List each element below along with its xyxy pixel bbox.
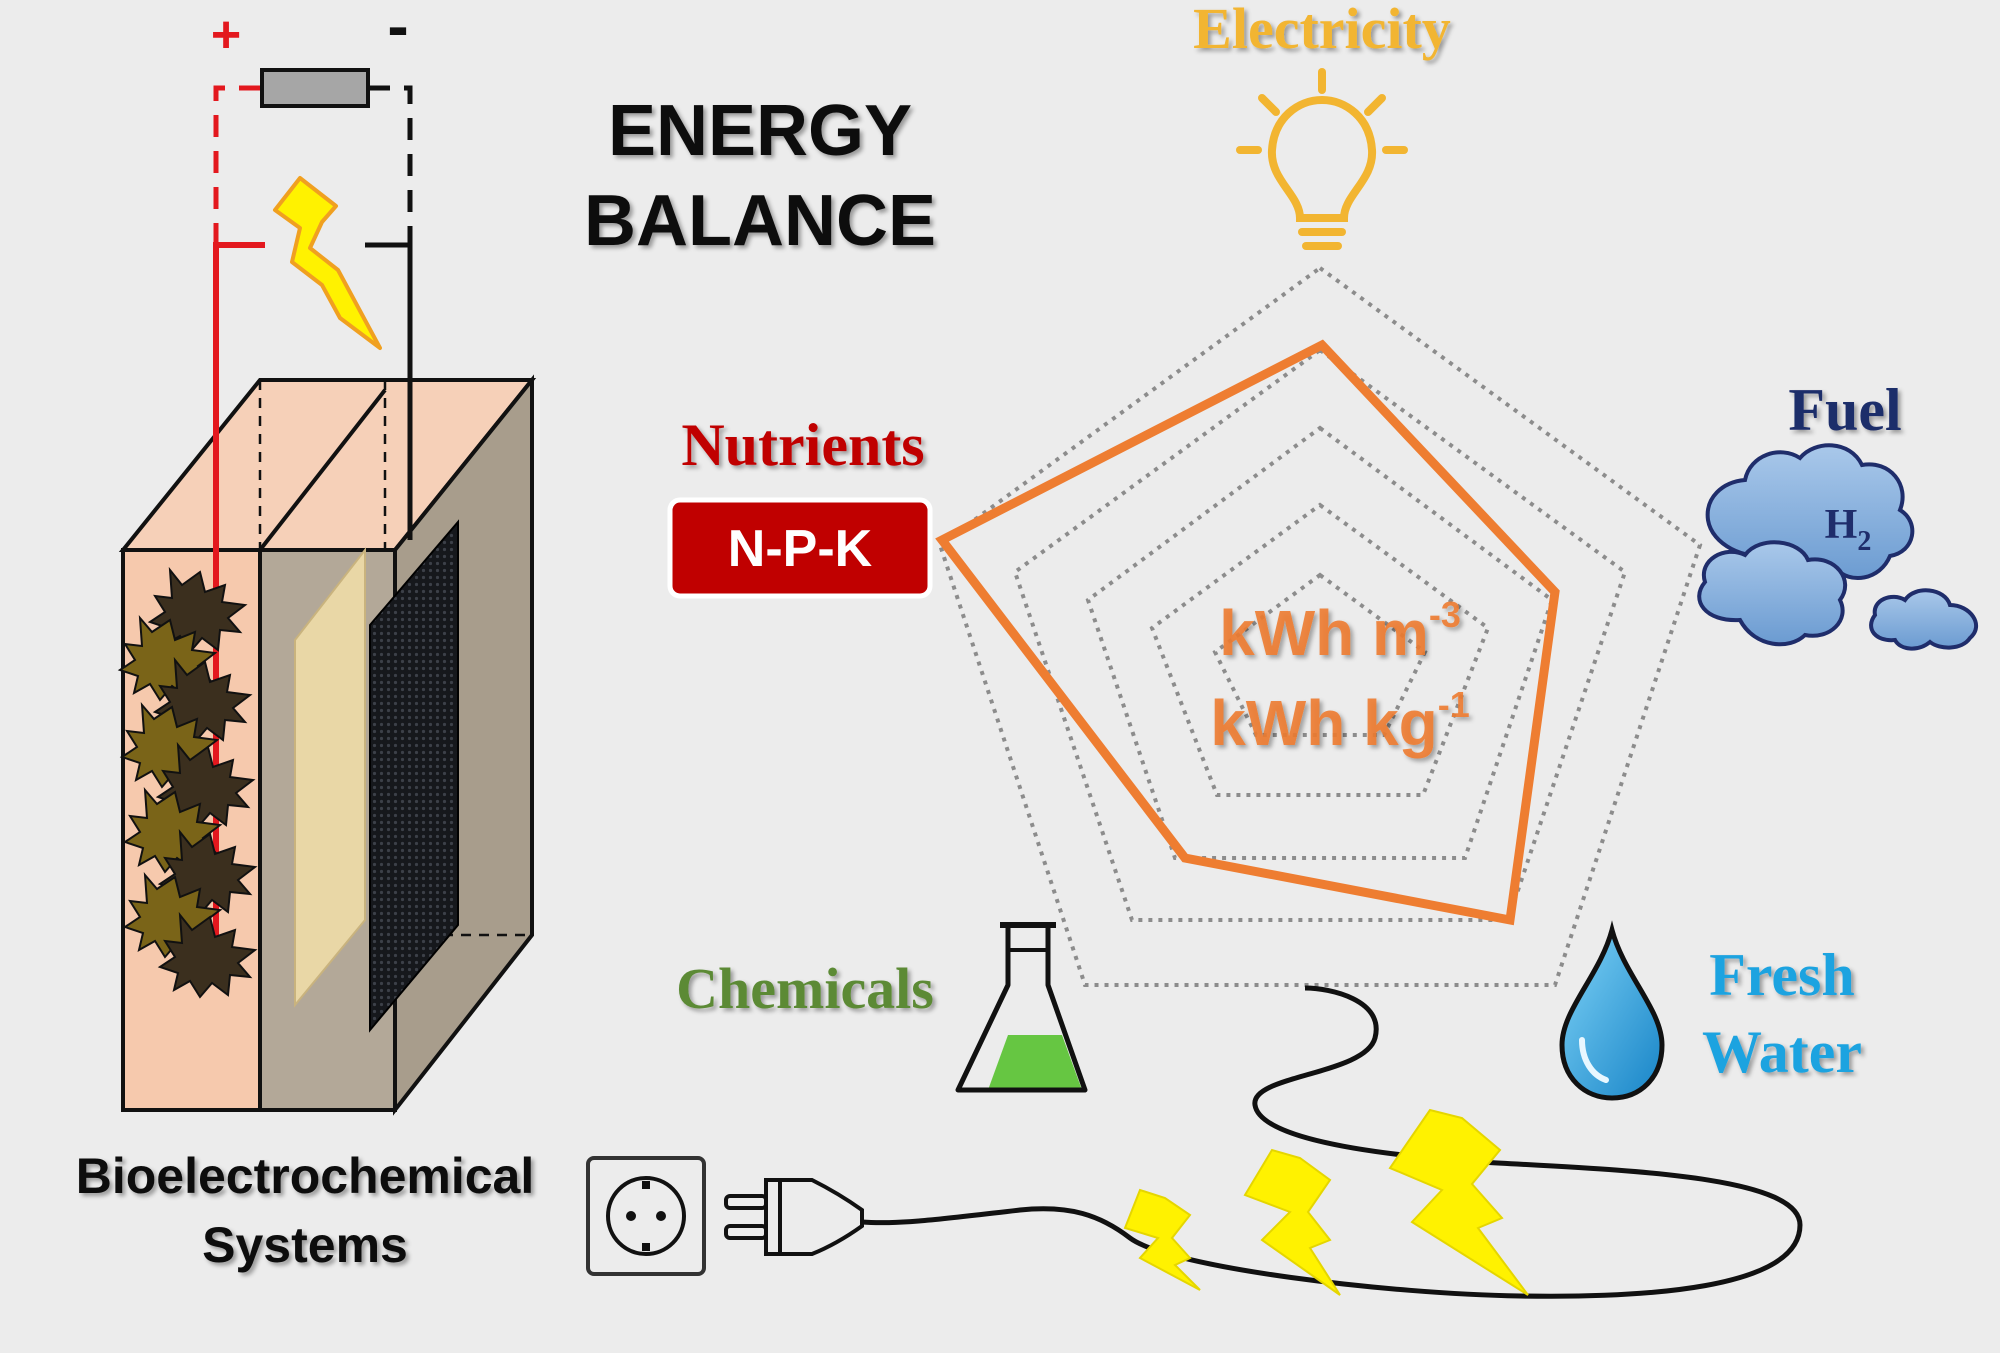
fuel-label: Fuel	[1788, 377, 1901, 443]
cathode-mesh	[369, 519, 459, 1033]
fresh-water-output: Fresh Water	[1559, 920, 1862, 1101]
fuel-output: Fuel H2	[1697, 377, 1978, 651]
electricity-label: Electricity	[1193, 0, 1451, 61]
lightning-bolt-icon	[1243, 1148, 1341, 1296]
unit-mass: kWh kg-1	[1210, 684, 1470, 759]
lightning-bolt-icon	[273, 176, 382, 350]
radar-profile	[935, 339, 1560, 926]
power-plug-icon	[724, 1178, 864, 1256]
system-label: Bioelectrochemical Systems	[76, 1148, 535, 1273]
resistor	[260, 68, 370, 108]
radar-ring-4	[1012, 347, 1628, 922]
system-label-line1: Bioelectrochemical	[76, 1148, 535, 1204]
negative-terminal: -	[387, 0, 408, 62]
unit-volume: kWh m-3	[1219, 594, 1461, 669]
positive-terminal: +	[211, 6, 241, 64]
nutrients-badge-text: N-P-K	[728, 520, 873, 578]
radar-chart: kWh m-3 kWh kg-1	[935, 265, 1703, 987]
radar-ring-5	[937, 265, 1703, 987]
electricity-output: Electricity	[1193, 0, 1451, 250]
system-label-line2: Systems	[202, 1217, 408, 1273]
power-cable	[861, 985, 1803, 1299]
chemicals-output: Chemicals	[676, 922, 1088, 1093]
lightning-bolt-icon	[1123, 1188, 1201, 1291]
water-drop-icon	[1559, 920, 1665, 1101]
hydrogen-cloud-icon	[1697, 443, 1978, 651]
fuel-gas-formula: H2	[1825, 502, 1872, 557]
fresh-water-label-line1: Fresh	[1709, 942, 1855, 1008]
radar-ring-2	[1149, 502, 1491, 797]
light-bulb-icon	[1236, 68, 1408, 250]
bioelectrochemical-cell: + -	[117, 0, 537, 1116]
biofilm-bacteria	[117, 566, 258, 999]
fresh-water-label-line2: Water	[1702, 1019, 1862, 1085]
nutrients-output: Nutrients N-P-K	[667, 412, 933, 599]
title-line2: BALANCE	[584, 181, 936, 261]
nutrients-label: Nutrients	[681, 412, 924, 478]
energy-units: kWh m-3 kWh kg-1	[1210, 594, 1470, 759]
radar-ring-3	[1085, 425, 1555, 860]
nutrients-badge	[667, 497, 933, 599]
flask-icon	[955, 922, 1088, 1093]
power-socket-icon	[586, 1156, 706, 1276]
chemicals-label: Chemicals	[676, 956, 934, 1021]
lightning-bolt-icon	[1388, 1108, 1529, 1296]
membrane	[294, 547, 366, 1008]
power-connection	[586, 985, 1803, 1299]
page-title: ENERGY BALANCE	[584, 91, 936, 261]
title-line1: ENERGY	[608, 91, 912, 171]
